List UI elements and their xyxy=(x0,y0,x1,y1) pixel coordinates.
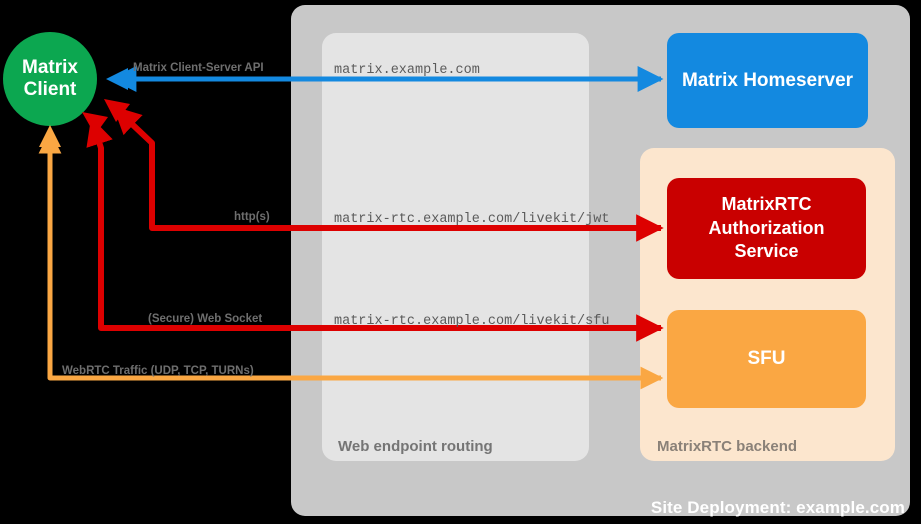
connector-webrtc xyxy=(38,130,664,390)
node-matrix-client[interactable]: Matrix Client xyxy=(3,32,97,126)
connector-label-https: http(s) xyxy=(234,211,270,223)
node-auth-service-line3: Service xyxy=(734,241,799,262)
endpoint-url-jwt: matrix-rtc.example.com/livekit/jwt xyxy=(334,212,610,227)
matrixrtc-backend-label: MatrixRTC backend xyxy=(657,438,798,455)
connector-label-websocket: (Secure) Web Socket xyxy=(148,313,263,325)
web-endpoint-routing-label: Web endpoint routing xyxy=(338,438,493,455)
node-matrix-homeserver[interactable]: Matrix Homeserver xyxy=(667,33,868,128)
node-sfu-label: SFU xyxy=(747,348,786,369)
endpoint-url-matrix: matrix.example.com xyxy=(334,63,480,78)
connector-https xyxy=(112,105,664,242)
node-matrix-client-line1: Matrix xyxy=(22,56,78,78)
node-matrix-homeserver-label: Matrix Homeserver xyxy=(681,69,854,91)
site-deployment-label: Site Deployment: example.com xyxy=(650,498,905,517)
node-auth-service-line1: MatrixRTC xyxy=(721,194,812,215)
endpoint-url-sfu: matrix-rtc.example.com/livekit/sfu xyxy=(334,314,610,329)
node-auth-service-line2: Authorization xyxy=(708,217,825,238)
node-matrixrtc-authorization-service[interactable]: MatrixRTC Authorization Service xyxy=(667,178,866,279)
node-sfu[interactable]: SFU xyxy=(667,310,866,408)
node-matrix-client-line2: Client xyxy=(23,79,77,100)
connector-label-client-server-api: Matrix Client-Server API xyxy=(133,62,264,74)
connector-label-webrtc: WebRTC Traffic (UDP, TCP, TURNs) xyxy=(62,365,254,377)
